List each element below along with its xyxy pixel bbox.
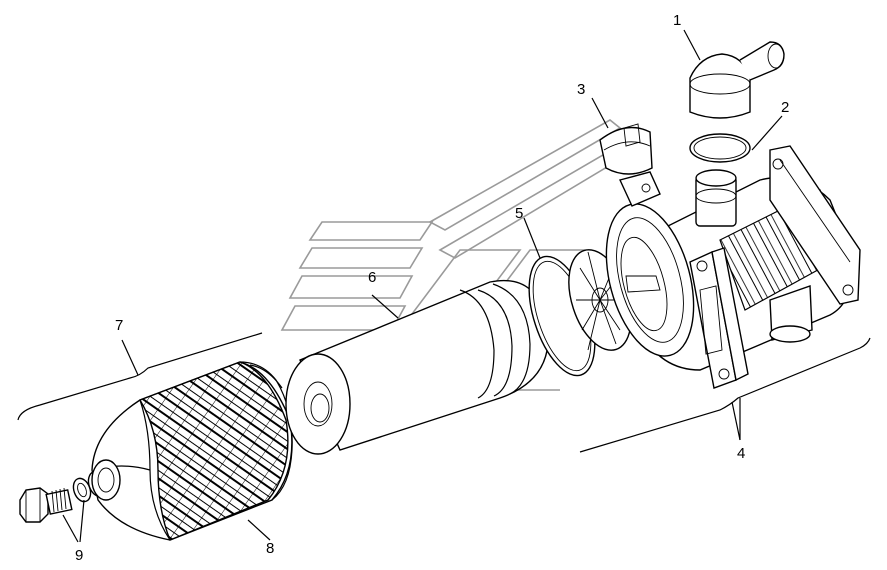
callout-4: 4 bbox=[737, 445, 745, 462]
callout-6: 6 bbox=[368, 269, 376, 286]
part-4-housing bbox=[605, 145, 861, 440]
part-2-o-ring bbox=[689, 115, 783, 163]
part-8-filter-mesh bbox=[91, 361, 293, 541]
callout-8: 8 bbox=[266, 540, 274, 557]
callout-1: 1 bbox=[673, 12, 681, 29]
part-1-elbow-fitting bbox=[683, 29, 785, 119]
bracket-4 bbox=[579, 337, 871, 453]
callout-2: 2 bbox=[781, 99, 789, 116]
callout-5: 5 bbox=[515, 205, 523, 222]
callout-3: 3 bbox=[577, 81, 585, 98]
part-6-cartridge bbox=[285, 279, 549, 455]
bracket-7 bbox=[17, 332, 263, 421]
part-3-clip bbox=[591, 97, 661, 207]
callout-9: 9 bbox=[75, 547, 83, 564]
callout-7: 7 bbox=[115, 317, 123, 334]
